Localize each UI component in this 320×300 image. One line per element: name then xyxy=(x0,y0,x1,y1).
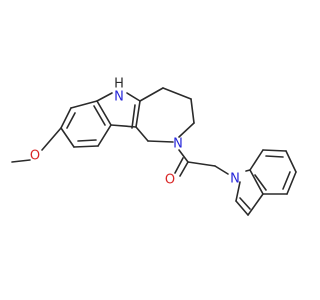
bond xyxy=(131,104,136,129)
bond xyxy=(135,126,149,142)
bond xyxy=(11,159,31,163)
piperidine-ring xyxy=(135,87,195,143)
bond xyxy=(214,165,229,175)
bond xyxy=(60,127,75,148)
molecule-canvas: H N N O O N xyxy=(11,77,297,216)
bond xyxy=(126,92,141,102)
bond xyxy=(265,155,284,158)
bond xyxy=(254,174,267,191)
bond xyxy=(96,100,112,126)
bond xyxy=(73,145,99,148)
bond xyxy=(249,149,264,171)
bond xyxy=(187,161,216,167)
bond xyxy=(147,140,174,143)
bond xyxy=(179,161,189,177)
acyl-linker xyxy=(174,149,229,177)
bond xyxy=(262,149,287,152)
bond xyxy=(41,127,62,151)
bond xyxy=(60,107,72,129)
bond xyxy=(139,87,164,102)
bond xyxy=(93,105,106,126)
bond xyxy=(235,181,241,202)
bond xyxy=(247,193,264,216)
structure-diagram: H N N O O N xyxy=(11,77,297,216)
carbonyl-oxygen-label: O xyxy=(165,173,175,188)
methoxy-oxygen-label: O xyxy=(30,149,40,164)
bond xyxy=(77,139,97,142)
bond xyxy=(178,149,189,163)
benzo-ring xyxy=(60,100,112,148)
bond xyxy=(285,150,297,173)
bond xyxy=(97,124,112,147)
bond xyxy=(174,157,184,174)
amide-nitrogen-label: N xyxy=(173,137,183,152)
nh-h-label: H xyxy=(114,77,124,92)
pyrrole-ring xyxy=(96,92,141,129)
bond xyxy=(66,112,76,129)
bond xyxy=(190,98,195,124)
bond xyxy=(235,200,249,216)
bond xyxy=(178,122,195,138)
bond xyxy=(162,87,192,100)
indole-nitrogen-label: N xyxy=(230,172,240,187)
bond xyxy=(70,100,98,109)
indole-group xyxy=(235,149,297,216)
bond xyxy=(96,92,113,102)
methoxy-group xyxy=(11,127,62,163)
bond xyxy=(249,169,264,195)
bond xyxy=(239,197,251,210)
bond xyxy=(282,171,291,190)
pyrrole-nitrogen-label: N xyxy=(114,90,124,105)
bond xyxy=(135,100,141,128)
bond xyxy=(286,171,297,195)
